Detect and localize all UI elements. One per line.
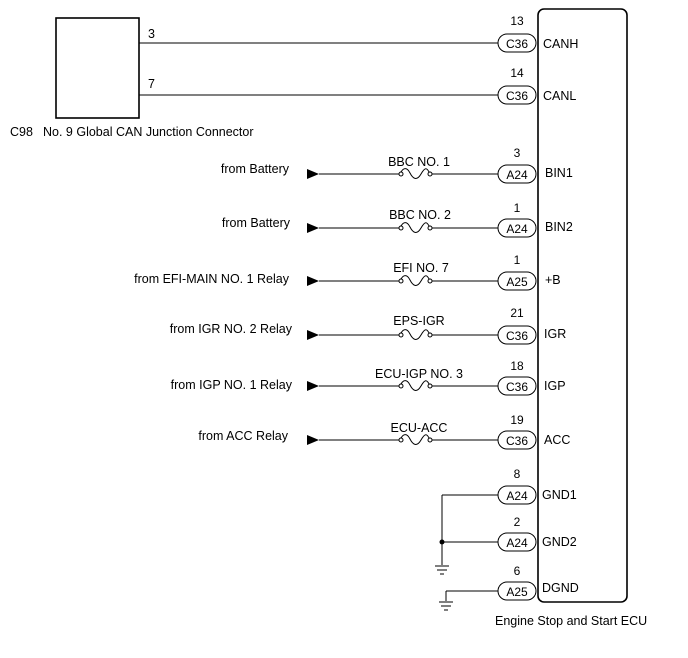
fuse-label-igp: ECU-IGP NO. 3 xyxy=(375,367,463,381)
ground-symbol-chassis xyxy=(435,565,449,575)
connector-code-bin2: A24 xyxy=(506,222,528,236)
pin-number-b: 1 xyxy=(514,253,521,267)
source-label-b: from EFI-MAIN NO. 1 Relay xyxy=(134,272,290,286)
arrow-icon xyxy=(307,276,319,286)
pin-number-bin1: 3 xyxy=(514,146,521,160)
junction-pin-canh: 3 xyxy=(148,27,155,41)
fuse-icon xyxy=(399,275,431,286)
pin-number-acc: 19 xyxy=(510,413,524,427)
connector-code-gnd2: A24 xyxy=(506,536,528,550)
fuse-icon xyxy=(399,222,431,233)
signal-name-acc: ACC xyxy=(544,433,570,447)
signal-name-igp: IGP xyxy=(544,379,566,393)
fuse-icon xyxy=(399,380,431,391)
connector-pill-dgnd xyxy=(497,581,537,601)
fuse-label-bin2: BBC NO. 2 xyxy=(389,208,451,222)
source-label-bin2: from Battery xyxy=(222,216,291,230)
arrow-icon xyxy=(307,330,319,340)
connector-pill-canl xyxy=(497,85,537,105)
power-feed-igp xyxy=(307,380,498,391)
power-feed-bin1 xyxy=(307,168,498,179)
connector-pill-gnd1 xyxy=(497,485,537,505)
pin-number-canh: 13 xyxy=(510,14,524,28)
pin-number-gnd2: 2 xyxy=(514,515,521,529)
connector-pill-bin2 xyxy=(497,218,537,238)
fuse-icon xyxy=(399,168,431,179)
source-label-igr: from IGR NO. 2 Relay xyxy=(170,322,293,336)
connector-pill-igr xyxy=(497,325,537,345)
connector-code-dgnd: A25 xyxy=(506,585,528,599)
junction-connector-code: C98 xyxy=(10,125,33,139)
ground-symbol-signal xyxy=(439,601,453,611)
junction-connector-box xyxy=(55,17,140,119)
connector-code-acc: C36 xyxy=(506,434,528,448)
fuse-icon xyxy=(399,434,431,445)
junction-pin-canl: 7 xyxy=(148,77,155,91)
fuse-label-bin1: BBC NO. 1 xyxy=(388,155,450,169)
signal-name-b: +B xyxy=(545,273,561,287)
connector-pill-igp xyxy=(497,376,537,396)
connector-code-b: A25 xyxy=(506,275,528,289)
connector-code-canl: C36 xyxy=(506,89,528,103)
signal-name-igr: IGR xyxy=(544,327,566,341)
pin-number-igp: 18 xyxy=(510,359,524,373)
arrow-icon xyxy=(307,435,319,445)
connector-pill-b xyxy=(497,271,537,291)
connector-code-igp: C36 xyxy=(506,380,528,394)
source-label-acc: from ACC Relay xyxy=(198,429,288,443)
source-label-bin1: from Battery xyxy=(221,162,290,176)
connector-code-gnd1: A24 xyxy=(506,489,528,503)
connector-pill-gnd2 xyxy=(497,532,537,552)
connector-code-canh: C36 xyxy=(506,37,528,51)
fuse-label-b: EFI NO. 7 xyxy=(393,261,449,275)
pin-number-gnd1: 8 xyxy=(514,467,521,481)
connector-pills xyxy=(497,33,537,601)
signal-name-dgnd: DGND xyxy=(542,581,579,595)
signal-name-canl: CANL xyxy=(543,89,576,103)
arrow-icon xyxy=(307,223,319,233)
source-label-igp: from IGP NO. 1 Relay xyxy=(171,378,293,392)
arrow-icon xyxy=(307,169,319,179)
fuse-label-acc: ECU-ACC xyxy=(391,421,448,435)
pin-number-dgnd: 6 xyxy=(514,564,521,578)
junction-connector-name: No. 9 Global CAN Junction Connector xyxy=(43,125,254,139)
power-feed-igr xyxy=(307,329,498,340)
connector-pill-acc xyxy=(497,430,537,450)
signal-name-bin2: BIN2 xyxy=(545,220,573,234)
power-feed-b xyxy=(307,275,498,286)
ecu-name: Engine Stop and Start ECU xyxy=(495,614,647,628)
signal-name-gnd1: GND1 xyxy=(542,488,577,502)
pin-number-canl: 14 xyxy=(510,66,524,80)
arrow-icon xyxy=(307,381,319,391)
connector-code-igr: C36 xyxy=(506,329,528,343)
signal-name-canh: CANH xyxy=(543,37,578,51)
power-feed-bin2 xyxy=(307,222,498,233)
power-feed-acc xyxy=(307,434,498,445)
fuse-icon xyxy=(399,329,431,340)
signal-name-gnd2: GND2 xyxy=(542,535,577,549)
signal-name-bin1: BIN1 xyxy=(545,166,573,180)
ecu-box xyxy=(537,8,628,603)
splice-point xyxy=(439,539,445,545)
fuse-label-igr: EPS-IGR xyxy=(393,314,444,328)
pin-number-bin2: 1 xyxy=(514,201,521,215)
connector-pill-canh xyxy=(497,33,537,53)
pin-number-igr: 21 xyxy=(510,306,524,320)
connector-pill-bin1 xyxy=(497,164,537,184)
connector-code-bin1: A24 xyxy=(506,168,528,182)
